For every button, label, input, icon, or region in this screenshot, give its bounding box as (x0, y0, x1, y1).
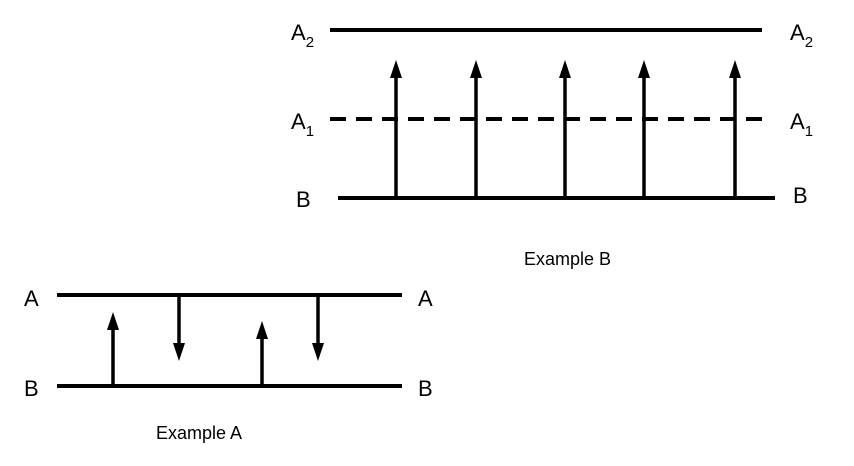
example-a-arrow-2-down (173, 295, 185, 361)
example-b-group: A2 A2 A1 A1 B B Example B (291, 20, 813, 269)
example-b-level-a1-label-right: A1 (790, 109, 813, 140)
example-b-arrow-4 (638, 60, 650, 198)
example-b-level-a2-label-left: A2 (291, 20, 314, 51)
example-a-arrow-1-up (107, 312, 119, 386)
example-b-arrow-1 (390, 60, 402, 198)
example-a-arrow-3-up (256, 321, 268, 386)
example-b-arrow-3 (559, 60, 571, 198)
example-a-arrow-4-down (312, 295, 324, 361)
example-a-caption: Example A (156, 423, 242, 443)
example-a-level-a-label-right: A (418, 286, 433, 311)
example-a-level-b-label-left: B (24, 376, 39, 401)
example-a-group: A A B B Example A (24, 286, 433, 443)
example-b-arrow-2 (470, 60, 482, 198)
example-b-level-a1-label-left: A1 (291, 109, 314, 140)
example-b-arrow-5 (729, 60, 741, 198)
example-b-caption: Example B (524, 249, 611, 269)
example-b-level-b-label-right: B (793, 183, 808, 208)
example-a-level-a-label-left: A (24, 286, 39, 311)
example-b-level-a2-label-right: A2 (790, 20, 813, 51)
example-a-level-b-label-right: B (418, 376, 433, 401)
example-b-level-b-label-left: B (296, 187, 311, 212)
